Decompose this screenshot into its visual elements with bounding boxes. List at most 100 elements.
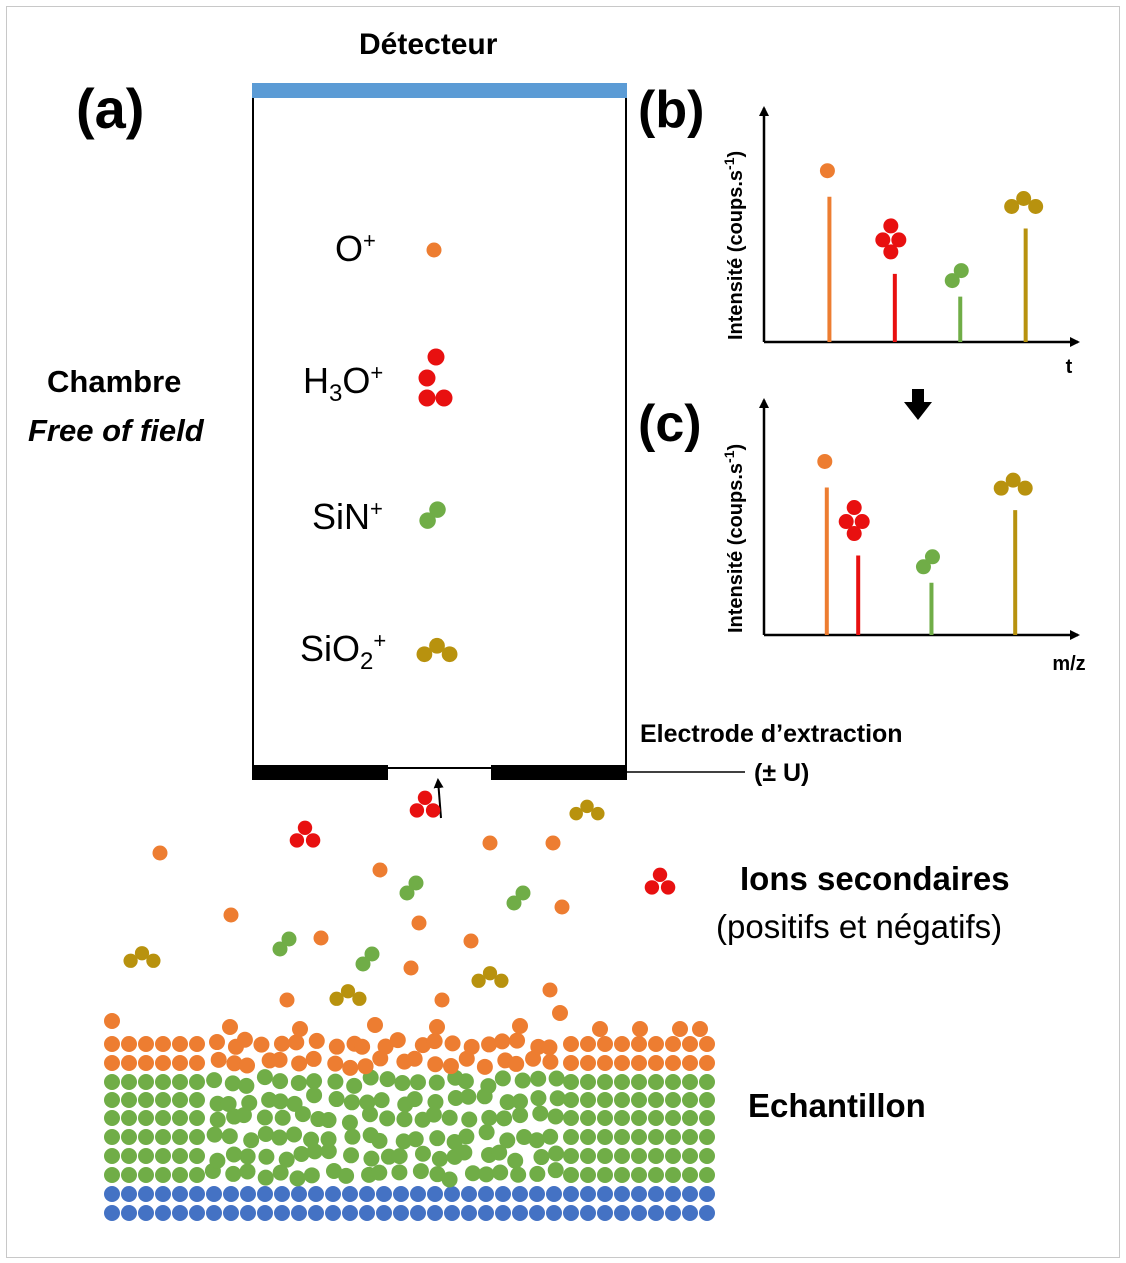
sample-atom xyxy=(509,1032,526,1049)
sample-atom xyxy=(121,1110,137,1126)
sin-atom xyxy=(924,549,940,565)
sample-atom xyxy=(225,1165,242,1182)
sample-atom xyxy=(274,1109,291,1126)
sample-atom xyxy=(699,1167,715,1183)
molecule-SiO2 xyxy=(416,637,458,663)
sample-atom xyxy=(476,1058,493,1075)
sample-atom xyxy=(525,1050,542,1067)
sample-atom xyxy=(189,1092,205,1108)
sample-atom xyxy=(597,1129,613,1145)
molecule-O xyxy=(372,862,388,878)
sio2-atom xyxy=(569,806,583,821)
sio2-atom xyxy=(416,646,433,663)
sample-atom xyxy=(461,1205,477,1221)
sample-atom xyxy=(457,1073,474,1090)
sin-atom xyxy=(419,512,436,529)
sample-atom xyxy=(393,1205,409,1221)
sample-atom xyxy=(189,1055,205,1071)
h3o-atom xyxy=(289,833,305,848)
electrode-voltage-label: (± U) xyxy=(754,759,810,787)
sample-atom xyxy=(291,1205,307,1221)
sample-atom xyxy=(563,1110,579,1126)
sample-atom xyxy=(682,1129,698,1145)
sample-atom xyxy=(371,1132,388,1149)
sample-atom xyxy=(172,1167,188,1183)
chamber-sub-label: Free of field xyxy=(28,413,204,448)
sample-atom xyxy=(104,1148,120,1164)
sample-atom xyxy=(379,1071,396,1088)
sample-atom xyxy=(614,1110,630,1126)
sample-atom xyxy=(512,1186,528,1202)
sample-atom xyxy=(614,1167,630,1183)
sample-atom xyxy=(547,1162,564,1179)
sample-atom xyxy=(221,1128,238,1145)
sample-atom xyxy=(342,1186,358,1202)
sample-atom xyxy=(426,1033,443,1050)
sample-atom xyxy=(665,1110,681,1126)
sample-atom xyxy=(648,1148,664,1164)
sample-atom xyxy=(253,1036,270,1053)
sample-atom xyxy=(121,1036,137,1052)
molecule-H3O xyxy=(875,218,907,260)
sample-atom xyxy=(104,1092,120,1108)
sample-atom xyxy=(441,1109,458,1126)
chart-c: m/z Intensité (coups.s-1) xyxy=(721,398,1086,675)
sample-atom xyxy=(155,1129,171,1145)
chamber-label: Chambre xyxy=(47,364,182,399)
sample-atom xyxy=(305,1050,322,1067)
sample-atom xyxy=(499,1094,516,1111)
sample-atom xyxy=(407,1131,424,1148)
h3o-atom xyxy=(427,348,445,366)
sample-atom xyxy=(189,1074,205,1090)
h3o-atom xyxy=(297,820,313,835)
sin-atom xyxy=(944,273,960,289)
o-atom xyxy=(434,992,450,1008)
sample-atom xyxy=(444,1186,460,1202)
ion-label-o: O+ xyxy=(335,228,376,270)
sample-atom xyxy=(189,1148,205,1164)
sample-atom xyxy=(328,1038,345,1055)
sample-atom xyxy=(172,1186,188,1202)
sample-atom xyxy=(478,1124,495,1141)
sample-atom xyxy=(495,1205,511,1221)
molecule-O xyxy=(819,163,835,179)
molecule-SiN xyxy=(915,549,940,575)
h3o-atom xyxy=(644,880,660,895)
sample-atom xyxy=(427,1094,444,1111)
sample-atom xyxy=(343,1147,360,1164)
sample-atom xyxy=(514,1072,531,1089)
sample-atom xyxy=(597,1092,613,1108)
sample-atom xyxy=(580,1148,596,1164)
sample-atom xyxy=(682,1110,698,1126)
sample-atom xyxy=(189,1167,205,1183)
sample-atom xyxy=(563,1148,579,1164)
molecule-SiN xyxy=(355,946,380,972)
sample-atom xyxy=(121,1186,137,1202)
chart-c-x-label: m/z xyxy=(1052,653,1085,675)
sample-atom xyxy=(699,1092,715,1108)
sample-atom xyxy=(346,1077,363,1094)
sample-atom xyxy=(240,1186,256,1202)
sample-atom xyxy=(478,1166,495,1183)
sample-atom xyxy=(456,1144,473,1161)
sample-atom xyxy=(682,1167,698,1183)
ion-o-base: O xyxy=(335,228,364,269)
molecule-O xyxy=(411,915,427,931)
o-atom xyxy=(545,835,561,851)
sample-atom xyxy=(580,1055,596,1071)
sample-atom xyxy=(648,1129,664,1145)
sample-atom xyxy=(104,1110,120,1126)
sample-atom xyxy=(478,1186,494,1202)
sample-atom xyxy=(441,1171,458,1188)
o-atom xyxy=(403,960,419,976)
sample-atom xyxy=(692,1021,708,1037)
sample-atom xyxy=(278,1151,295,1168)
o-atom xyxy=(411,915,427,931)
sample-atom xyxy=(580,1186,596,1202)
sample-atom xyxy=(206,1186,222,1202)
sample-atom xyxy=(528,1132,545,1149)
sample-atom xyxy=(492,1164,509,1181)
sample-atom xyxy=(172,1148,188,1164)
sample-atom xyxy=(104,1036,120,1052)
ion-o-charge: + xyxy=(363,228,376,253)
